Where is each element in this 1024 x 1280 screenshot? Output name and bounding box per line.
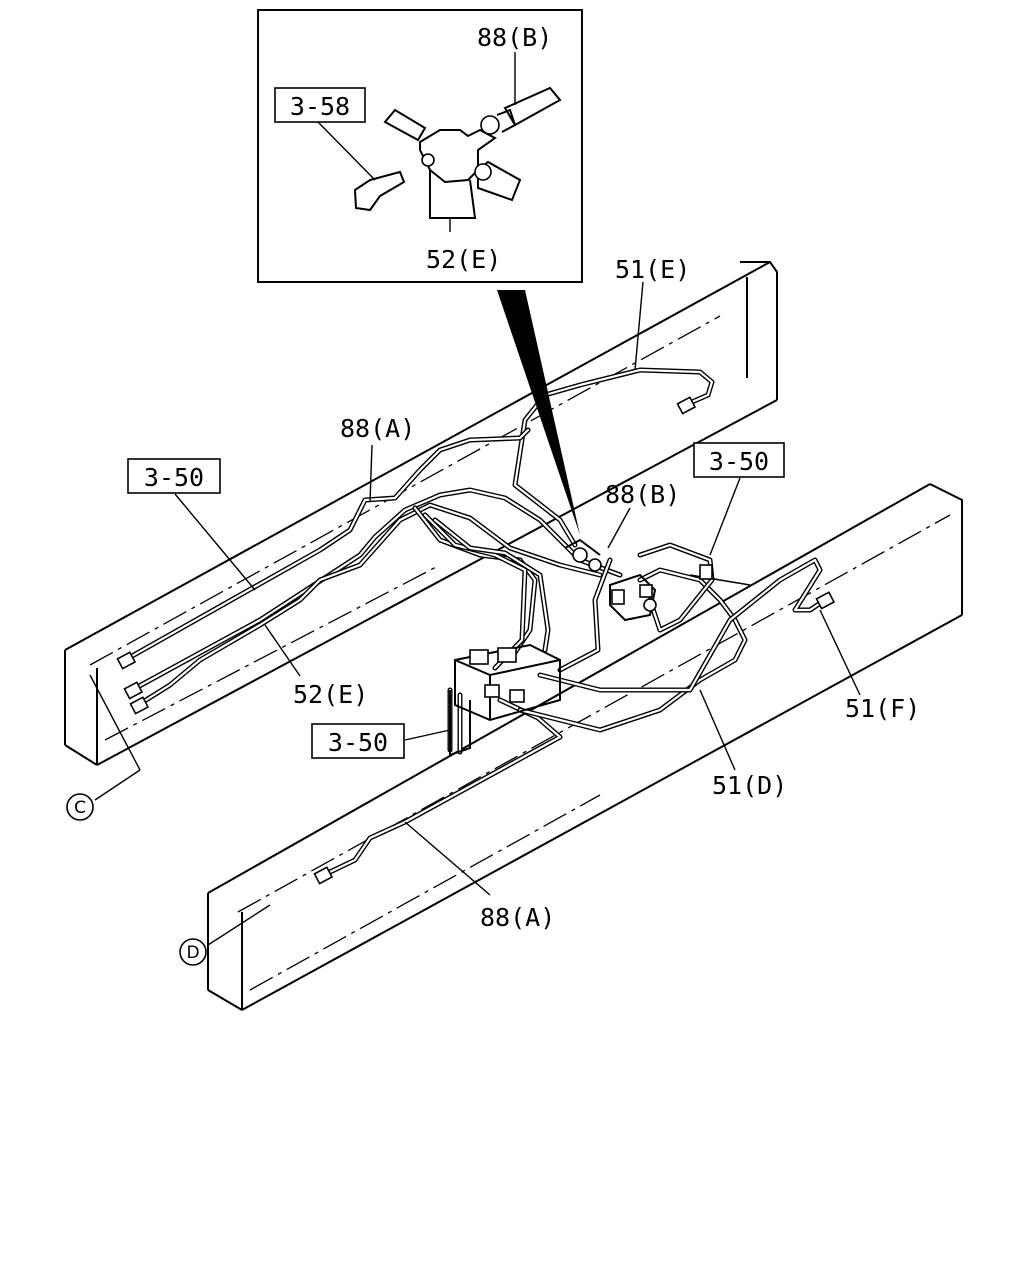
label-52e: 52(E) bbox=[293, 680, 368, 709]
union-bolt bbox=[353, 170, 406, 212]
inset-pointer bbox=[497, 290, 580, 535]
part-labels: 88(B) 52(E) 51(E) 88(A) 88(B) 52(E) 51(F… bbox=[293, 23, 920, 932]
connector-d: D bbox=[179, 938, 207, 966]
leader-lines bbox=[89, 52, 861, 946]
label-88a-bottom: 88(A) bbox=[480, 903, 555, 932]
ref-box-3-50-bottom: 3-50 bbox=[311, 723, 405, 759]
pipe-end-fittings bbox=[116, 396, 836, 885]
connector-d-label: D bbox=[186, 943, 199, 963]
connector-c-label: C bbox=[74, 798, 86, 818]
label-88a-top: 88(A) bbox=[340, 414, 415, 443]
label-52e-inset: 52(E) bbox=[426, 245, 501, 274]
inset-detail bbox=[257, 9, 583, 535]
upper-frame-rail bbox=[64, 261, 778, 766]
ref-box-3-58: 3-58 bbox=[274, 87, 366, 123]
ref-3-50-right-label: 3-50 bbox=[709, 447, 769, 476]
label-51d: 51(D) bbox=[712, 771, 787, 800]
ref-box-3-50-left: 3-50 bbox=[127, 458, 221, 494]
ref-box-3-50-right: 3-50 bbox=[693, 442, 785, 478]
connector-c: C bbox=[66, 793, 94, 821]
ref-3-50-left-label: 3-50 bbox=[144, 463, 204, 492]
hydraulic-unit bbox=[449, 643, 561, 757]
central-valve bbox=[564, 538, 657, 622]
label-88b: 88(B) bbox=[605, 480, 680, 509]
ref-3-58-label: 3-58 bbox=[290, 92, 350, 121]
lower-frame-rail bbox=[207, 483, 963, 1011]
ref-3-50-bottom-label: 3-50 bbox=[328, 728, 388, 757]
label-51f: 51(F) bbox=[845, 694, 920, 723]
label-88b-inset: 88(B) bbox=[477, 23, 552, 52]
label-51e: 51(E) bbox=[615, 255, 690, 284]
